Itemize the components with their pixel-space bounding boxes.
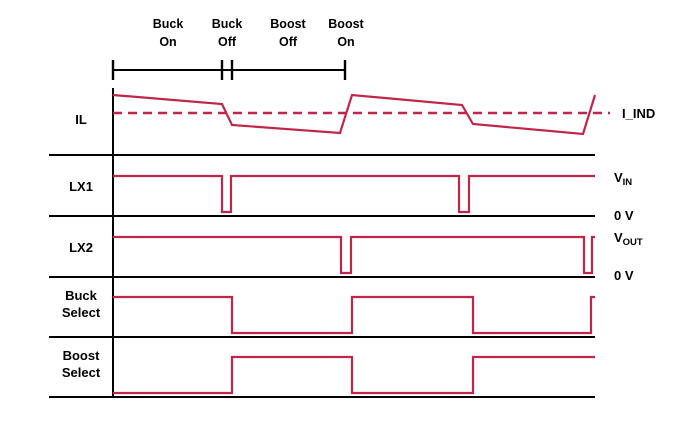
phase-label-boost-on-line1: Boost bbox=[328, 17, 364, 31]
row-label-il: IL bbox=[75, 112, 87, 127]
right-label-vin-main: V bbox=[614, 170, 623, 185]
phase-label-boost-off-line1: Boost bbox=[270, 17, 306, 31]
right-labels-group: I_IND VIN 0 V VOUT 0 V bbox=[614, 106, 655, 283]
row-label-boost-select-line1: Boost bbox=[63, 348, 101, 363]
row-labels-group: IL LX1 LX2 Buck Select Boost Select bbox=[62, 112, 101, 380]
phase-label-boost-on-line2: On bbox=[337, 35, 354, 49]
right-label-vin-sub: IN bbox=[623, 177, 633, 188]
boost-select-trace bbox=[113, 355, 595, 395]
row-label-buck-select-line2: Select bbox=[62, 305, 101, 320]
phase-label-boost-off-line2: Off bbox=[279, 35, 298, 49]
phase-labels-group: Buck On Buck Off Boost Off Boost On bbox=[153, 17, 365, 49]
waveform-boost-select bbox=[113, 355, 595, 395]
right-label-0v-lx2: 0 V bbox=[614, 268, 634, 283]
lx2-trace bbox=[113, 235, 595, 275]
phase-label-buck-off-line1: Buck bbox=[212, 17, 243, 31]
phase-label-buck-on-line2: On bbox=[159, 35, 176, 49]
row-label-boost-select-line2: Select bbox=[62, 365, 101, 380]
right-label-i-ind: I_IND bbox=[622, 106, 655, 121]
row-label-lx2: LX2 bbox=[69, 240, 93, 255]
il-current-trace bbox=[112, 93, 597, 136]
right-label-vin: VIN bbox=[614, 170, 632, 188]
row-label-lx1: LX1 bbox=[69, 179, 93, 194]
right-label-vout: VOUT bbox=[614, 230, 643, 248]
waveform-buck-select bbox=[113, 295, 595, 335]
waveform-lx2 bbox=[113, 235, 595, 275]
right-label-vout-sub: OUT bbox=[623, 237, 643, 248]
waveform-lx1 bbox=[113, 174, 595, 214]
waveform-il bbox=[112, 93, 610, 136]
buck-select-trace bbox=[113, 295, 595, 335]
right-label-vout-main: V bbox=[614, 230, 623, 245]
phase-label-buck-off-line2: Off bbox=[218, 35, 237, 49]
row-grid bbox=[49, 88, 595, 398]
row-label-buck-select-line1: Buck bbox=[65, 288, 98, 303]
right-label-0v-lx1: 0 V bbox=[614, 208, 634, 223]
phase-axis bbox=[111, 60, 347, 80]
lx1-trace bbox=[113, 174, 595, 214]
phase-label-buck-on-line1: Buck bbox=[153, 17, 184, 31]
